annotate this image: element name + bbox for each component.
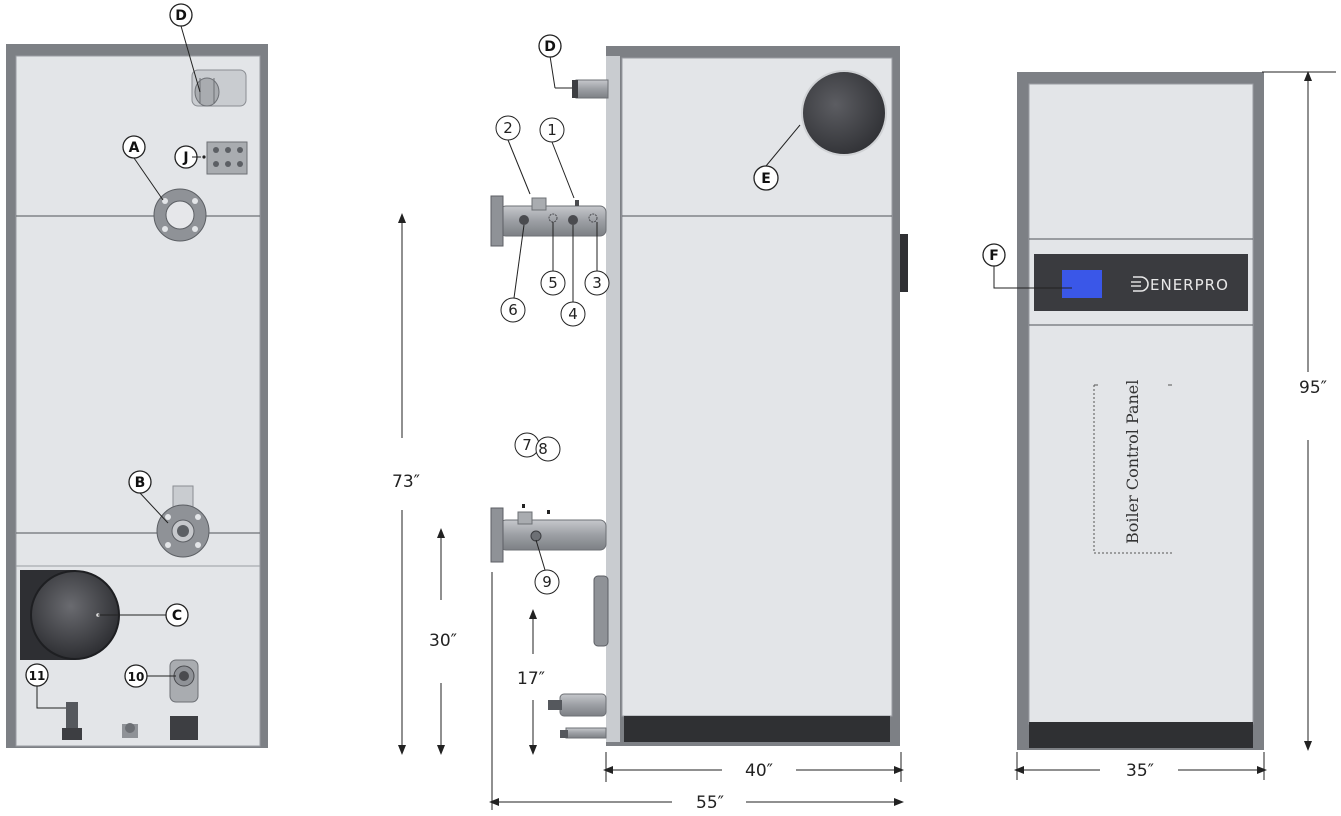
- callout-7: 7: [514, 432, 540, 458]
- callout-2: 2: [495, 115, 531, 195]
- enerpro-logo: ENERPRO: [1131, 276, 1229, 294]
- svg-text:C: C: [172, 608, 182, 624]
- svg-text:Boiler Control Panel: Boiler Control Panel: [1123, 380, 1142, 544]
- svg-text:30″: 30″: [429, 631, 457, 651]
- svg-text:D: D: [175, 8, 187, 24]
- dim-17: 17″: [517, 609, 545, 755]
- callout-d-rear: D: [169, 3, 201, 93]
- callout-b: B: [128, 470, 169, 524]
- callout-4: 4: [560, 225, 586, 327]
- flange-a: [153, 188, 207, 242]
- svg-text:ENERPRO: ENERPRO: [1150, 276, 1229, 294]
- callout-8: 8: [535, 436, 561, 462]
- svg-text:55″: 55″: [696, 793, 724, 813]
- callout-9: 9: [534, 539, 560, 595]
- vent-c: [20, 570, 120, 660]
- callout-1: 1: [539, 117, 575, 199]
- terminal-block: [202, 141, 248, 175]
- callout-f: F: [982, 243, 1072, 289]
- svg-text:73″: 73″: [392, 472, 420, 492]
- callout-d-side: D: [538, 34, 572, 89]
- dim-35: 35″: [1014, 752, 1267, 781]
- side-base: [624, 716, 890, 742]
- svg-text:J: J: [182, 150, 188, 166]
- svg-text:35″: 35″: [1126, 761, 1154, 781]
- svg-text:17″: 17″: [517, 669, 545, 689]
- svg-text:1: 1: [547, 121, 557, 139]
- callout-10: 10: [124, 664, 176, 688]
- rear-view: D A J B C 11 10: [6, 3, 268, 748]
- front-base: [1029, 722, 1253, 748]
- svg-text:95″: 95″: [1299, 378, 1327, 398]
- svg-text:D: D: [544, 39, 556, 55]
- side-view: D 2 1 E 5 3 6: [392, 34, 908, 813]
- drain-pipe: [548, 693, 607, 739]
- rear-exhaust-elbow: [191, 69, 247, 107]
- svg-text:8: 8: [538, 440, 548, 458]
- callout-5: 5: [540, 222, 566, 296]
- callout-a: A: [122, 135, 164, 201]
- svg-text:F: F: [989, 248, 999, 264]
- svg-text:9: 9: [542, 573, 552, 591]
- dim-95: 95″: [1262, 71, 1336, 751]
- svg-text:5: 5: [548, 274, 558, 292]
- svg-text:E: E: [761, 171, 771, 187]
- side-cabinet-panel: [621, 57, 893, 717]
- flange-b: [156, 485, 210, 558]
- dim-30: 30″: [429, 528, 457, 755]
- svg-text:B: B: [135, 475, 146, 491]
- svg-text:11: 11: [29, 669, 46, 683]
- drain-fittings: [62, 659, 199, 740]
- front-view: ENERPRO Boiler Control Panel F 95″ 35″: [982, 71, 1336, 781]
- svg-text:4: 4: [568, 305, 578, 323]
- dim-40: 40″: [603, 752, 904, 782]
- callout-e: E: [753, 124, 801, 191]
- svg-text:3: 3: [592, 274, 602, 292]
- dim-73: 73″: [392, 213, 420, 755]
- svg-text:6: 6: [508, 301, 518, 319]
- callout-3: 3: [584, 222, 610, 296]
- dim-55: 55″: [489, 572, 904, 813]
- display-screen: [1062, 270, 1102, 298]
- callout-c: C: [98, 603, 189, 627]
- upper-manifold: [490, 195, 607, 247]
- callout-11: 11: [25, 663, 66, 709]
- svg-text:A: A: [129, 140, 140, 156]
- flue-outlet: [801, 70, 887, 156]
- callout-6: 6: [500, 224, 526, 323]
- lower-manifold: [490, 504, 607, 563]
- svg-text:7: 7: [522, 436, 532, 454]
- callout-j: J: [174, 145, 201, 169]
- svg-text:10: 10: [128, 670, 145, 684]
- svg-text:2: 2: [503, 119, 513, 137]
- svg-text:40″: 40″: [745, 761, 773, 781]
- front-cabinet-panel: [1028, 83, 1254, 725]
- boiler-control-panel-label: Boiler Control Panel: [1093, 380, 1172, 554]
